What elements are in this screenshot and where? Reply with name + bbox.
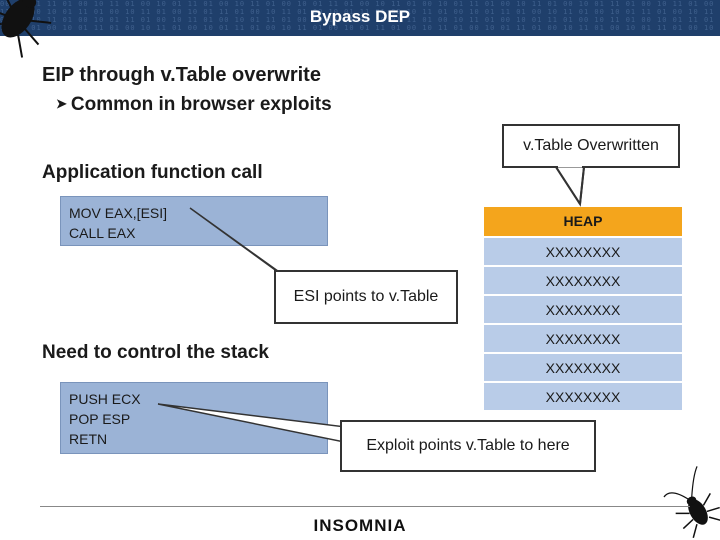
arrow-bullet-icon: ➤ [56, 96, 67, 111]
code-line: MOV EAX,[ESI] [69, 205, 168, 221]
bullet-main: EIP through v.Table overwrite [42, 64, 321, 86]
callout-esi-points: ESI points to v.Table [274, 270, 458, 324]
heap-cell: XXXXXXXX [484, 383, 682, 411]
heap-cell: XXXXXXXX [484, 325, 682, 353]
cockroach-icon [0, 0, 90, 58]
heap-cell: XXXXXXXX [484, 296, 682, 324]
cockroach-icon [663, 466, 720, 539]
callout-exploit-points: Exploit points v.Table to here [340, 420, 596, 472]
code-line: RETN [69, 431, 108, 447]
section-control-stack: Need to control the stack [42, 342, 269, 363]
heap-header: HEAP [484, 207, 682, 236]
footer-divider [40, 506, 690, 507]
bullet-sub: ➤Common in browser exploits [56, 94, 332, 116]
code-line: CALL EAX [69, 225, 136, 241]
code-line: POP ESP [69, 411, 131, 427]
slide-title: Bypass DEP [309, 7, 411, 26]
heap-cell: XXXXXXXX [484, 238, 682, 266]
header-binary-pattern: 00 10 01 11 01 00 10 11 01 00 10 01 11 0… [0, 0, 720, 32]
code-line: PUSH ECX [69, 391, 141, 407]
callout-vtable-overwritten: v.Table Overwritten [502, 124, 680, 168]
footer-logo: INSOMNIA [313, 516, 407, 535]
code-box-top: MOV EAX,[ESI] CALL EAX [60, 196, 328, 246]
heap-cell: XXXXXXXX [484, 267, 682, 295]
heap-cell: XXXXXXXX [484, 354, 682, 382]
code-box-bottom: PUSH ECX POP ESP RETN [60, 382, 328, 454]
slide-header: 00 10 01 11 01 00 10 11 01 00 10 01 11 0… [0, 0, 720, 36]
bullet-sub-text: Common in browser exploits [70, 94, 332, 115]
section-app-call: Application function call [42, 162, 263, 183]
